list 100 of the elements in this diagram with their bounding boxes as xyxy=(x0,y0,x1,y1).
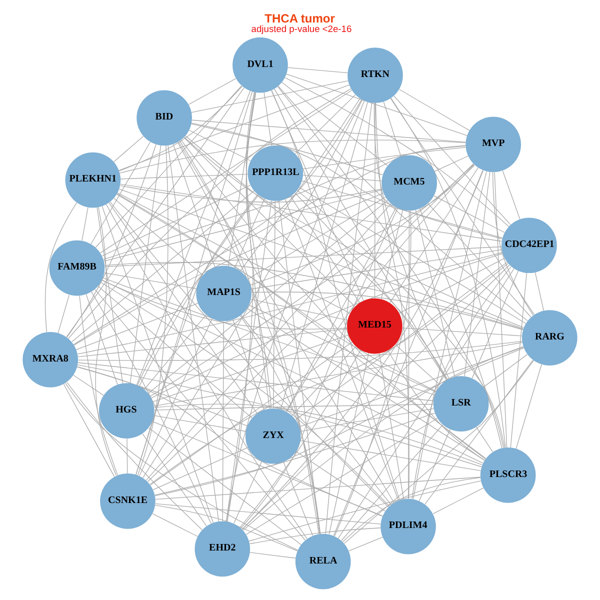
connector xyxy=(388,350,485,461)
connector xyxy=(72,190,254,342)
connector xyxy=(82,207,88,242)
connector xyxy=(144,314,206,390)
connector xyxy=(273,200,276,409)
connector xyxy=(191,124,384,176)
connector xyxy=(299,346,524,428)
connector xyxy=(180,140,272,409)
connector xyxy=(296,451,386,512)
connector xyxy=(240,350,362,528)
connector xyxy=(154,342,523,406)
connector xyxy=(137,99,362,386)
connector xyxy=(226,100,365,522)
connector xyxy=(494,172,508,448)
connector xyxy=(76,366,248,426)
connector xyxy=(240,315,321,534)
connector xyxy=(146,203,392,481)
connector xyxy=(79,295,118,476)
connector xyxy=(152,421,383,516)
node-circle: PPP1R13L xyxy=(248,145,304,201)
connector xyxy=(172,144,216,268)
connector xyxy=(428,203,532,318)
connector xyxy=(66,144,156,338)
connector xyxy=(117,192,350,314)
connector xyxy=(274,88,448,380)
node-circle: MVP xyxy=(466,116,521,172)
connector xyxy=(334,210,412,537)
connector xyxy=(120,185,382,202)
connector xyxy=(104,189,383,262)
connector xyxy=(148,200,388,394)
connector xyxy=(102,184,251,256)
connector xyxy=(246,92,320,534)
connector xyxy=(302,180,503,238)
connector xyxy=(378,353,404,500)
node-circle: PLSCR3 xyxy=(480,448,536,503)
connector xyxy=(412,171,487,500)
connector xyxy=(240,98,360,272)
connector xyxy=(76,366,383,517)
connector xyxy=(476,426,494,452)
connector xyxy=(104,262,524,330)
connector xyxy=(154,504,298,552)
connector xyxy=(148,427,302,546)
node-circle: BID xyxy=(136,90,192,146)
connector xyxy=(302,147,466,170)
connector xyxy=(155,476,481,500)
connector xyxy=(247,308,486,461)
connector xyxy=(104,272,197,289)
connector xyxy=(66,87,244,338)
connector xyxy=(250,164,475,286)
connector xyxy=(240,208,398,529)
connector xyxy=(188,130,251,162)
node-circle: MCM5 xyxy=(382,155,437,211)
connector xyxy=(184,137,356,307)
connector xyxy=(419,208,502,448)
connector xyxy=(412,266,512,500)
connector xyxy=(302,174,382,182)
connector xyxy=(154,415,246,432)
connector xyxy=(152,334,349,402)
node-circle: RARG xyxy=(522,310,578,366)
connector xyxy=(58,294,70,334)
connector xyxy=(91,292,212,524)
connector xyxy=(534,272,544,312)
connector xyxy=(142,100,363,478)
connector xyxy=(150,164,474,397)
connector xyxy=(402,328,522,336)
connector xyxy=(86,294,118,385)
connector xyxy=(242,346,524,531)
connector xyxy=(178,142,394,503)
connector xyxy=(483,354,528,388)
connector xyxy=(415,210,456,378)
connector xyxy=(408,210,410,500)
connector xyxy=(298,187,526,324)
connector xyxy=(228,92,256,266)
connector xyxy=(102,280,484,464)
connector xyxy=(251,292,524,330)
connector xyxy=(137,145,168,476)
connector xyxy=(296,190,505,448)
connector xyxy=(78,340,522,361)
connector xyxy=(184,136,524,328)
connector xyxy=(264,92,272,146)
connector xyxy=(399,258,505,314)
connector xyxy=(152,447,248,490)
connector xyxy=(226,92,256,522)
connector xyxy=(271,90,400,500)
connector xyxy=(139,318,212,476)
connector xyxy=(294,192,447,380)
connector xyxy=(90,142,151,244)
connector xyxy=(394,96,511,226)
diagram-title: THCA tumor xyxy=(264,11,335,26)
connector xyxy=(375,102,410,499)
node-circle: FAM89B xyxy=(49,240,105,296)
connector xyxy=(73,145,466,345)
node-circle: LSR xyxy=(433,376,489,432)
connector xyxy=(113,136,144,162)
connector xyxy=(155,503,381,524)
connector xyxy=(240,314,392,506)
connector xyxy=(78,362,434,402)
connector xyxy=(434,195,505,233)
connector xyxy=(286,74,468,136)
connector xyxy=(106,204,308,540)
